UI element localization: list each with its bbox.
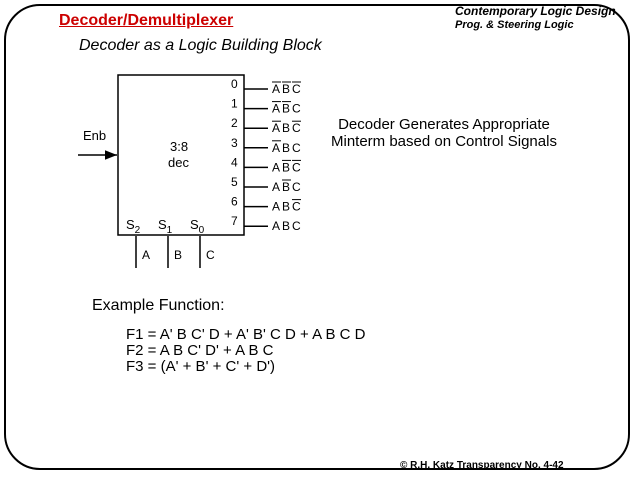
decoder-block — [117, 74, 245, 236]
side-note-line2: Minterm based on Control Signals — [331, 133, 557, 150]
minterm-letter: C — [292, 219, 301, 233]
minterm-letter: B — [282, 102, 290, 116]
equations: F1 = A' B C' D + A' B' C D + A B C D F2 … — [126, 327, 365, 375]
minterm-letter: B — [282, 160, 290, 174]
equation-f1: F1 = A' B C' D + A' B' C D + A B C D — [126, 326, 366, 343]
input-label: C — [206, 248, 215, 262]
book-header: Contemporary Logic Design Prog. & Steeri… — [455, 4, 616, 32]
minterm-letter: A — [272, 82, 280, 96]
minterm-letter: A — [272, 180, 280, 194]
output-number: 4 — [231, 155, 238, 169]
output-number: 7 — [231, 214, 238, 228]
input-label: B — [174, 248, 182, 262]
output-number: 6 — [231, 195, 238, 209]
minterm-letter: C — [292, 82, 301, 96]
output-number: 3 — [231, 136, 238, 150]
minterm-letter: B — [282, 180, 290, 194]
minterm-letter: C — [292, 180, 301, 194]
minterm-letter: B — [282, 82, 290, 96]
minterm-letter: A — [272, 102, 280, 116]
minterm-letter: C — [292, 121, 301, 135]
minterm-letter: C — [292, 141, 301, 155]
footer-credit: © R.H. Katz Transparency No. 4-42 — [400, 460, 564, 471]
input-label: A — [142, 248, 150, 262]
minterm-letter: C — [292, 160, 301, 174]
minterm-letter: B — [282, 200, 290, 214]
minterm-letter: B — [282, 141, 290, 155]
output-number: 1 — [231, 97, 238, 111]
side-note-line1: Decoder Generates Appropriate — [338, 116, 550, 133]
block-type-label: dec — [168, 155, 189, 170]
equation-f2: F2 = A B C' D' + A B C — [126, 342, 274, 359]
output-number: 2 — [231, 116, 238, 130]
minterm-letter: A — [272, 200, 280, 214]
output-number: 5 — [231, 175, 238, 189]
slide-frame — [4, 4, 630, 470]
side-note: Decoder Generates Appropriate Minterm ba… — [331, 116, 557, 150]
minterm-letter: A — [272, 160, 280, 174]
block-ratio-label: 3:8 — [170, 139, 188, 154]
enable-label: Enb — [83, 128, 106, 143]
slide-title: Decoder/Demultiplexer — [59, 12, 234, 29]
example-label: Example Function: — [92, 297, 225, 314]
minterm-letter: A — [272, 121, 280, 135]
output-number: 0 — [231, 77, 238, 91]
book-chapter: Prog. & Steering Logic — [455, 19, 574, 31]
equation-f3: F3 = (A' + B' + C' + D') — [126, 358, 276, 375]
book-title: Contemporary Logic Design — [455, 4, 616, 18]
minterm-letter: A — [272, 219, 280, 233]
minterm-letter: A — [272, 141, 280, 155]
minterm-letter: B — [282, 121, 290, 135]
minterm-letter: C — [292, 102, 301, 116]
minterm-letter: B — [282, 219, 290, 233]
slide-subtitle: Decoder as a Logic Building Block — [79, 37, 322, 54]
minterm-letter: C — [292, 200, 301, 214]
